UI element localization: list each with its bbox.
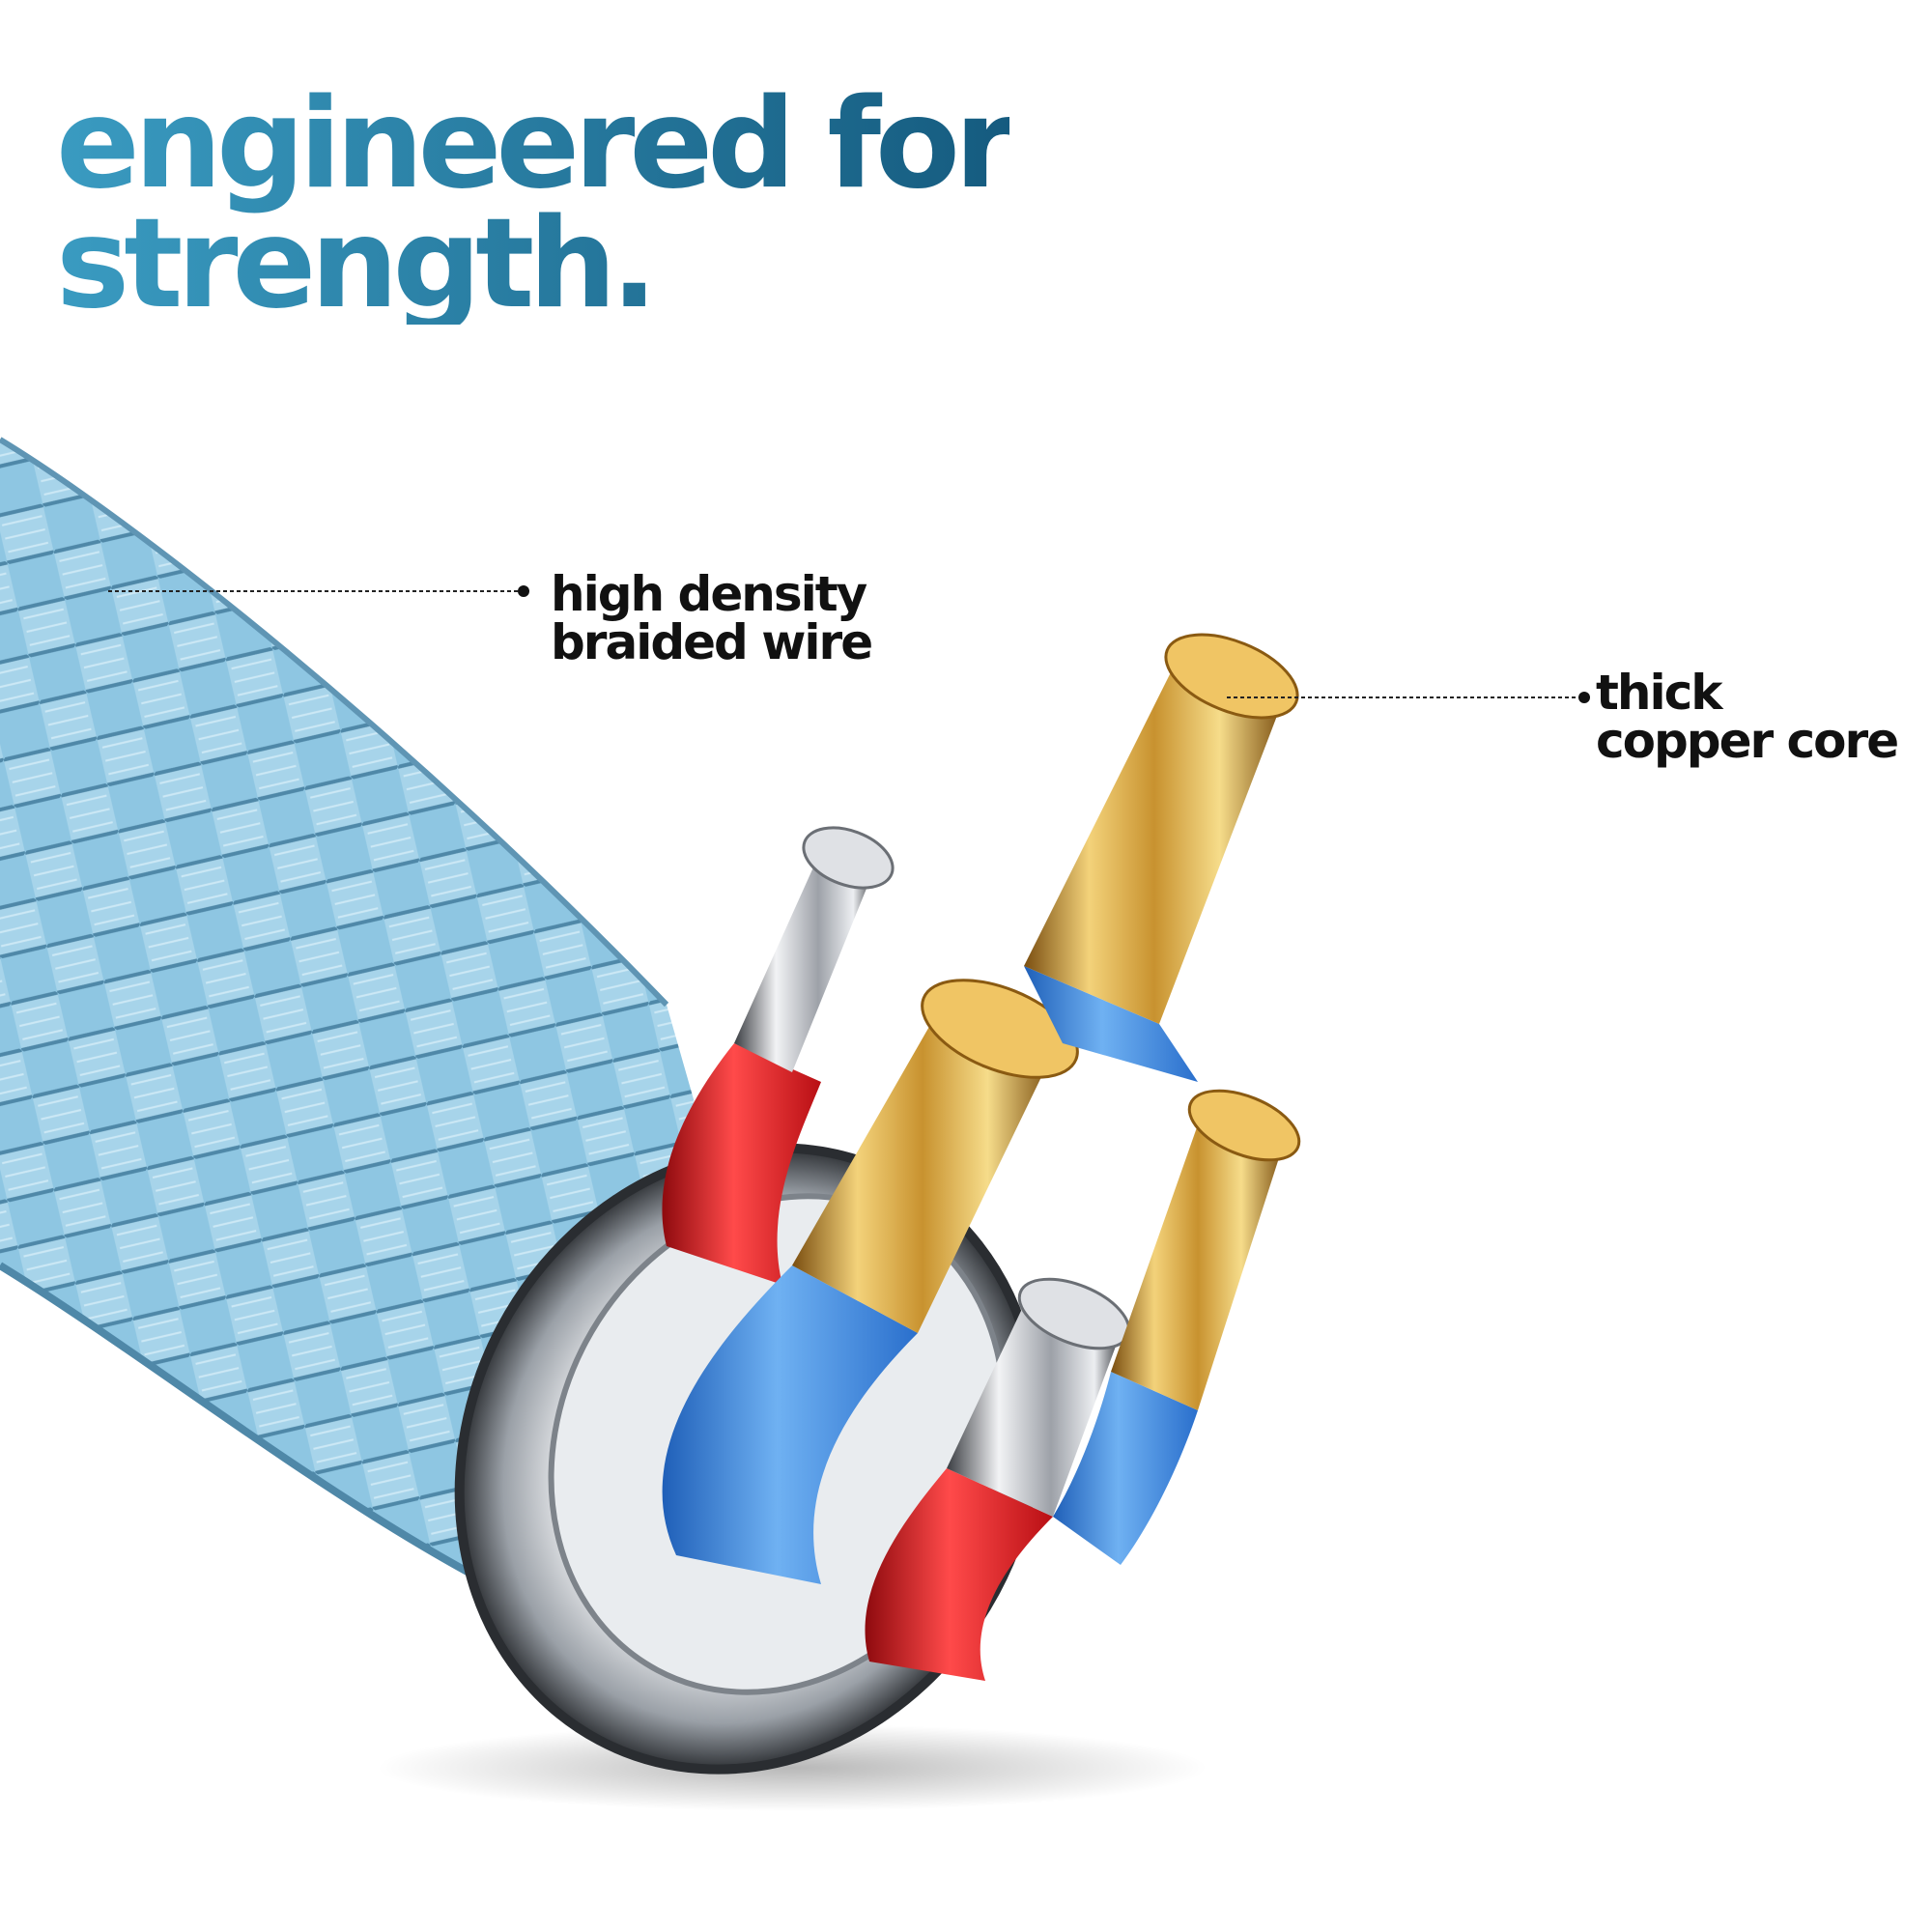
callout-braided-wire: high density braided wire: [551, 566, 873, 670]
floor-shadow: [377, 1724, 1208, 1811]
callout-leader-braid: [108, 585, 529, 597]
inner-wires: [662, 633, 1301, 1681]
callout-braided-wire-line-1: high density: [551, 566, 867, 622]
callout-leader-core: [1227, 692, 1590, 703]
callout-copper-core-line-2: copper core: [1596, 713, 1899, 769]
callout-copper-core: thick copper core: [1596, 665, 1899, 769]
callout-braided-wire-line-2: braided wire: [551, 614, 873, 670]
callout-copper-core-line-1: thick: [1596, 665, 1723, 721]
